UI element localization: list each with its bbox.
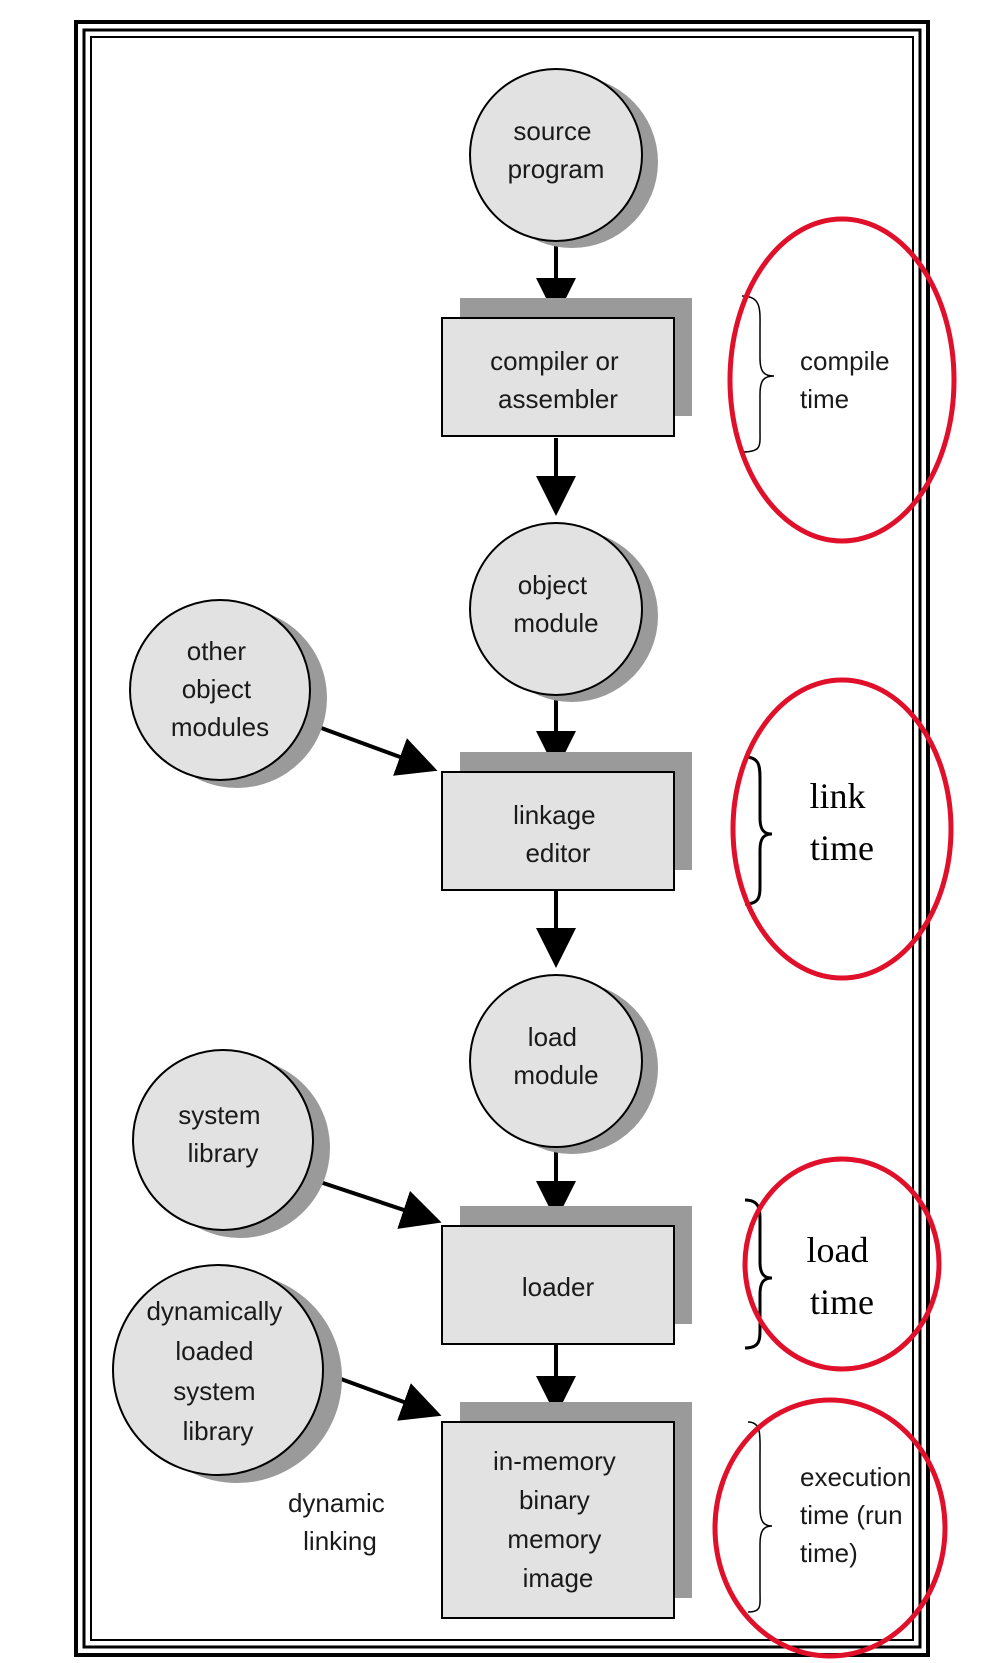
diagram-frame — [74, 20, 930, 1657]
node-memory-image: in-memory binary memory image — [441, 1402, 692, 1619]
node-other-object-modules: other object modules — [129, 599, 327, 788]
load-module-label: load module — [513, 1022, 598, 1090]
arrow-system-to-loader — [304, 1175, 442, 1229]
node-loader: loader — [441, 1206, 692, 1345]
source-program-label: source program — [508, 116, 605, 184]
node-system-library: system library — [132, 1049, 330, 1238]
phase-highlights — [712, 216, 957, 1659]
execution-time-highlight — [712, 1397, 948, 1659]
link-time-label: link time — [809, 776, 874, 868]
system-library-label: system library — [178, 1100, 268, 1168]
dynamic-library-label: dynamically loaded system library — [146, 1296, 289, 1446]
link-time-brace — [744, 755, 773, 906]
load-time-highlight — [742, 1156, 942, 1372]
arrow-dynamic-to-memory — [329, 1373, 442, 1421]
node-linkage-editor: linkage editor — [441, 752, 692, 891]
other-object-modules-label: other object modules — [171, 636, 269, 742]
node-dynamic-library: dynamically loaded system library — [112, 1264, 342, 1483]
execution-time-brace — [747, 1421, 773, 1613]
arrow-other-to-linkage — [304, 720, 438, 776]
memory-image-label: in-memory binary memory image — [493, 1446, 623, 1593]
loader-label: loader — [522, 1272, 595, 1302]
node-object-module: object module — [469, 522, 658, 702]
node-source-program: source program — [469, 68, 658, 248]
object-module-label: object module — [513, 570, 598, 638]
compile-time-label: compile time — [800, 346, 897, 414]
compile-time-brace — [741, 295, 775, 453]
compiler-label: compiler or assembler — [490, 346, 626, 414]
node-load-module: load module — [469, 974, 658, 1154]
node-compiler: compiler or assembler — [441, 298, 692, 437]
flow-arrows — [304, 242, 576, 1421]
execution-time-label: execution time (run time) — [800, 1462, 919, 1568]
load-time-label: load time — [807, 1230, 878, 1322]
link-time-highlight — [730, 677, 954, 981]
load-time-brace — [744, 1198, 773, 1350]
phase-braces — [741, 295, 775, 1613]
compile-time-highlight — [727, 216, 957, 544]
dynamic-linking-label: dynamic linking — [288, 1488, 392, 1556]
linkage-editor-label: linkage editor — [513, 800, 603, 868]
